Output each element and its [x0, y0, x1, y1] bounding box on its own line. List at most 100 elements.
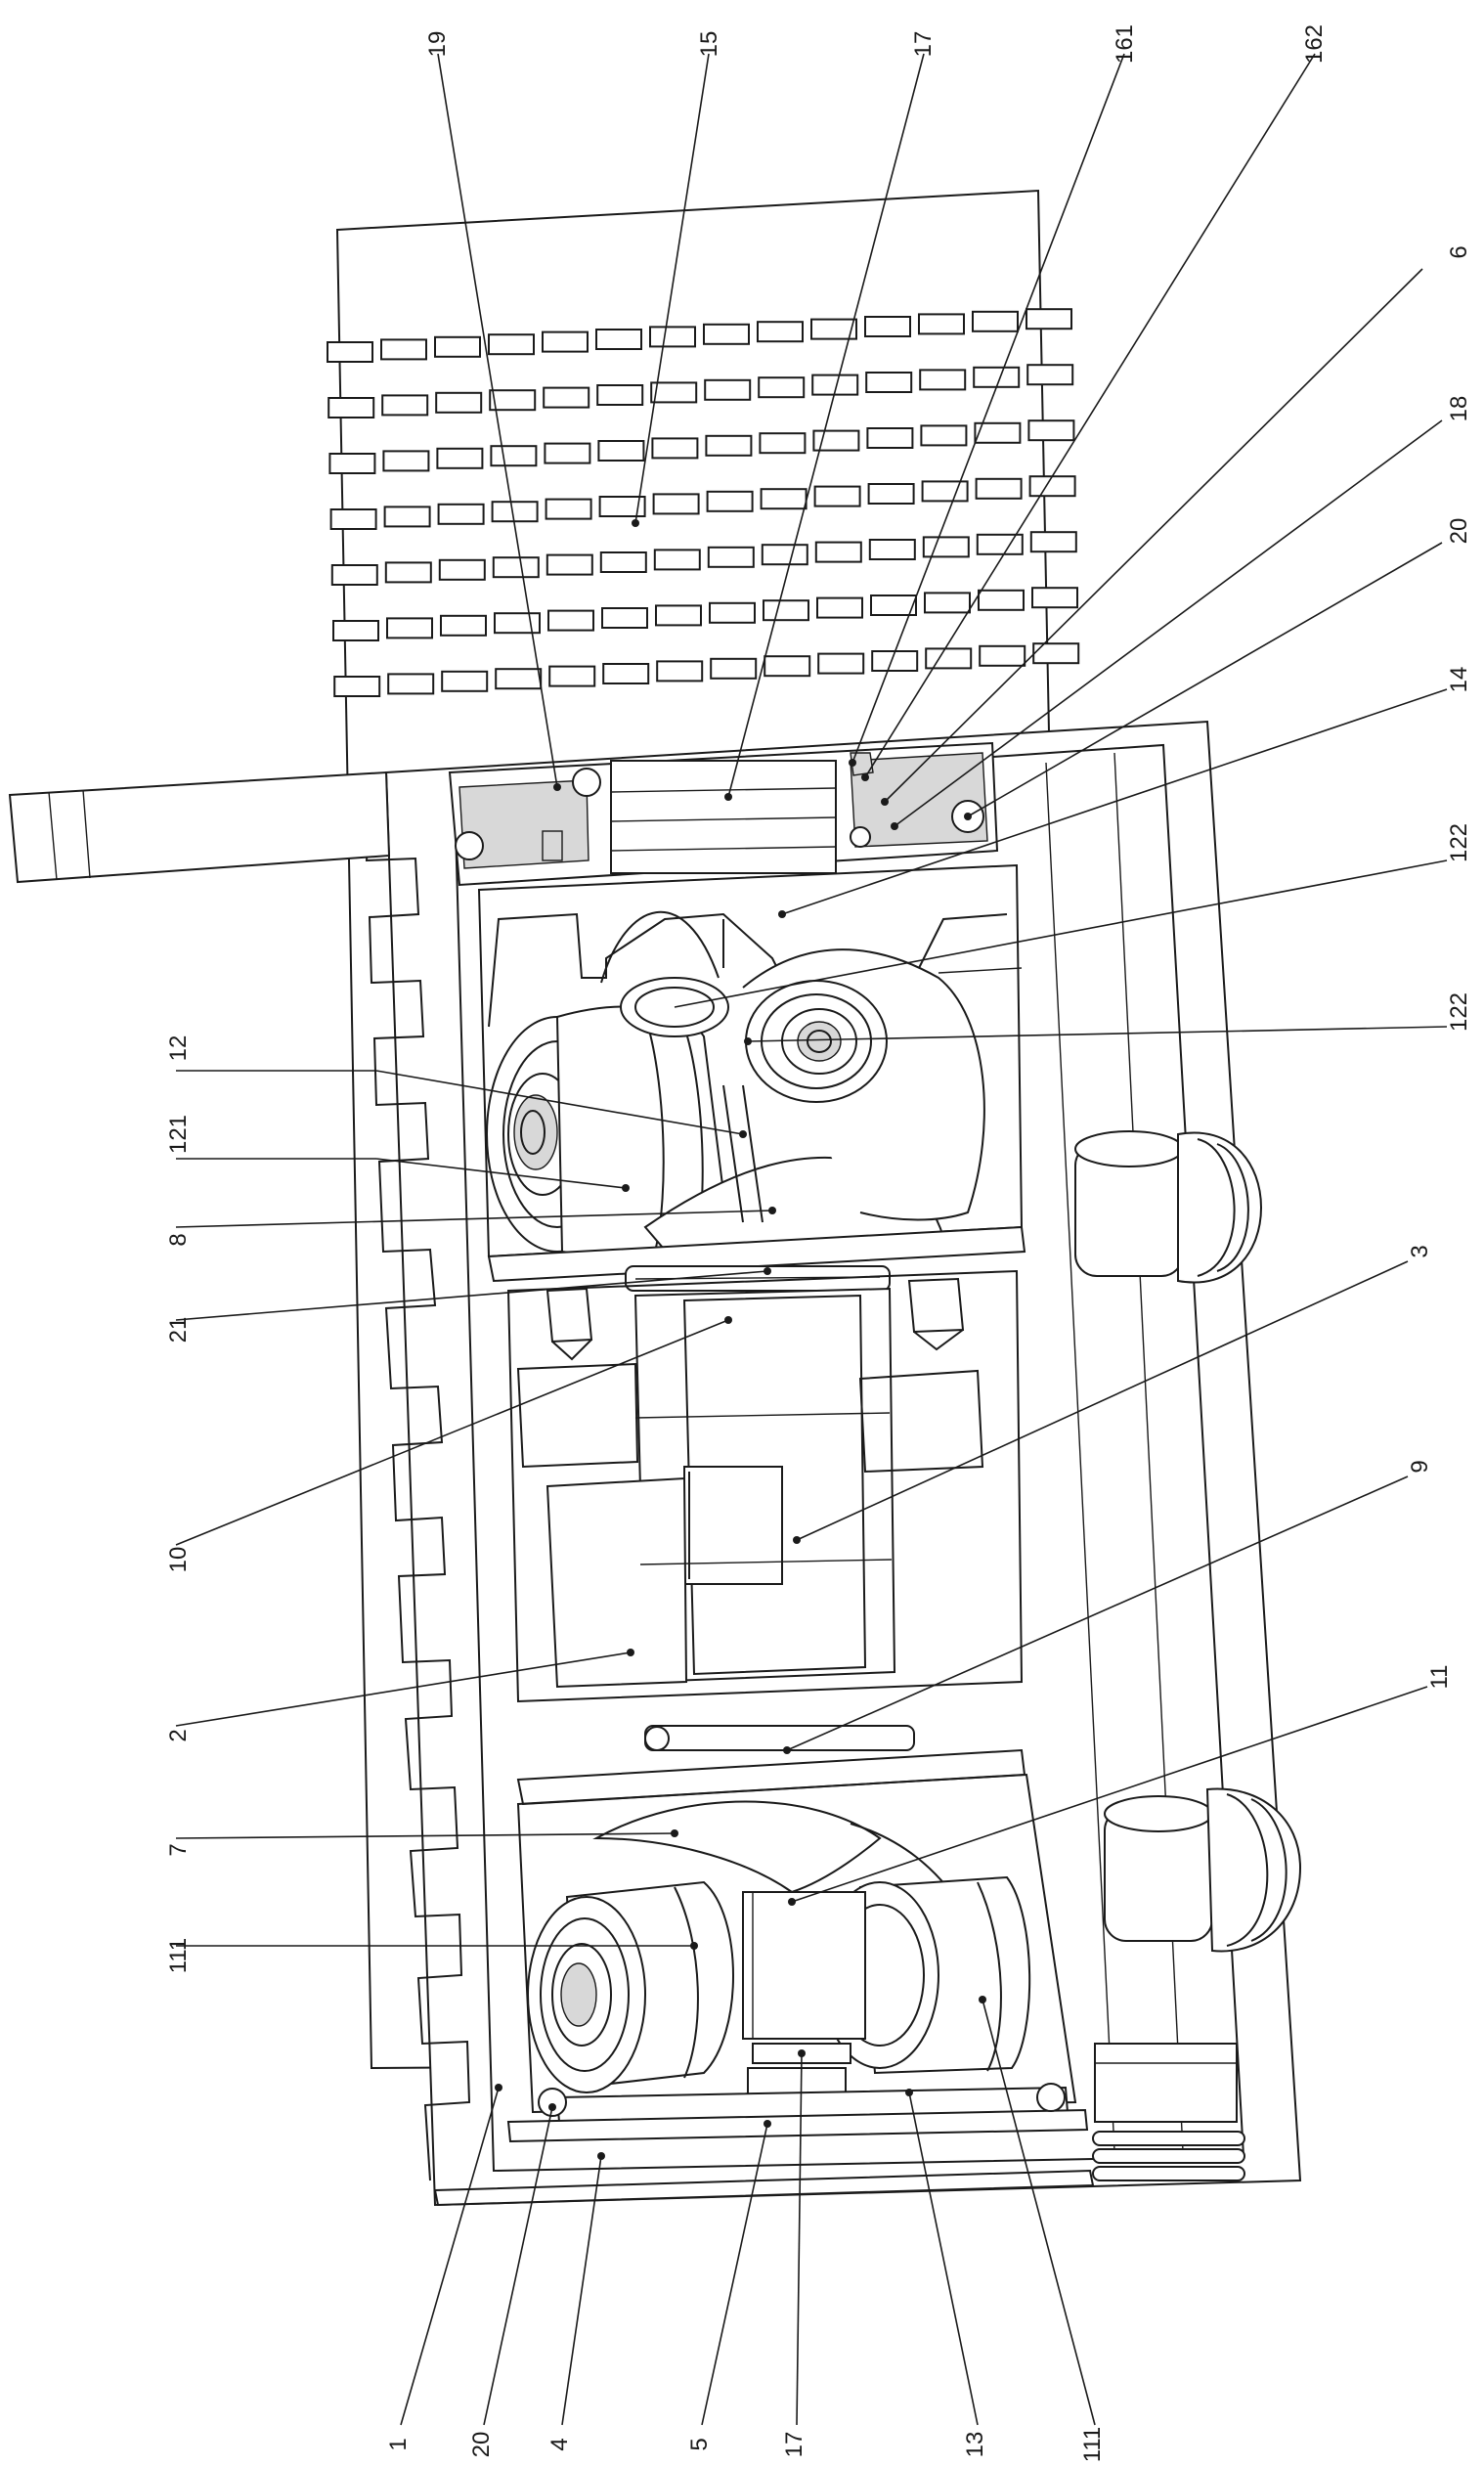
- fin-block: [489, 334, 534, 354]
- label-10: 10: [165, 1547, 192, 1573]
- label-5: 5: [686, 2438, 713, 2450]
- fin-block: [490, 390, 535, 410]
- fin-block: [817, 598, 862, 618]
- fin-block: [1026, 309, 1071, 329]
- fin-block: [871, 595, 916, 615]
- fin-block: [758, 322, 803, 341]
- fin-block: [543, 332, 588, 352]
- label-14: 14: [1446, 667, 1472, 693]
- lower-roller-111a: [528, 1882, 733, 2092]
- label-20-bottom: 20: [468, 2432, 495, 2458]
- label-20-top: 20: [1446, 518, 1472, 545]
- fin-block: [491, 446, 536, 465]
- fin-block: [980, 646, 1025, 666]
- fin-block: [711, 659, 756, 679]
- label-3: 3: [1407, 1245, 1433, 1257]
- fin-block: [978, 535, 1023, 554]
- fin-block: [764, 600, 808, 620]
- fin-block: [919, 314, 964, 333]
- fin-block: [545, 444, 589, 463]
- label-1: 1: [385, 2438, 412, 2450]
- fin-block: [1031, 532, 1076, 551]
- label-121: 121: [165, 1115, 192, 1154]
- fin-block: [654, 494, 699, 513]
- fin-block: [598, 441, 643, 461]
- fin-block: [818, 654, 863, 674]
- fin-block: [602, 608, 647, 628]
- fin-block: [1032, 588, 1077, 607]
- fin-block: [441, 616, 486, 636]
- fin-block: [764, 656, 809, 676]
- fin-block: [1030, 476, 1075, 496]
- fin-block: [382, 395, 427, 415]
- fin-block: [493, 502, 538, 521]
- fin-block: [657, 661, 702, 681]
- fin-block: [334, 677, 379, 696]
- fin-block: [548, 611, 593, 631]
- fin-block: [494, 557, 539, 577]
- fin-block: [870, 540, 915, 559]
- fin-block: [921, 425, 966, 445]
- label-111-bottom: 111: [1079, 2427, 1106, 2462]
- fin-block: [705, 380, 750, 400]
- fin-block: [435, 337, 480, 357]
- fin-block: [549, 667, 594, 686]
- label-111-left: 111: [165, 1938, 192, 1973]
- fin-block: [708, 492, 753, 511]
- fin-block: [544, 388, 589, 408]
- fin-block: [1028, 420, 1073, 440]
- label-6: 6: [1446, 245, 1472, 258]
- fin-block: [816, 543, 861, 562]
- fin-block: [709, 548, 754, 567]
- label-21: 21: [165, 1317, 192, 1343]
- fin-block: [656, 605, 701, 625]
- fitting-upper: [1075, 1131, 1261, 1283]
- fin-block: [439, 505, 484, 524]
- fin-block: [547, 555, 592, 575]
- fin-block: [546, 500, 591, 519]
- fin-block: [597, 385, 642, 405]
- fin-block: [650, 327, 695, 346]
- fin-block: [815, 487, 860, 506]
- side-arm: [10, 772, 389, 882]
- fin-block: [1027, 365, 1072, 384]
- heat-sink-fins: [327, 309, 1078, 696]
- fin-block: [926, 648, 971, 668]
- fin-block: [437, 449, 482, 468]
- fin-block: [760, 433, 805, 453]
- fin-block: [442, 672, 487, 691]
- fin-block: [710, 603, 755, 623]
- fin-block: [973, 312, 1018, 331]
- label-9: 9: [1407, 1460, 1433, 1473]
- fin-block: [331, 509, 376, 529]
- fin-block: [977, 479, 1022, 499]
- label-7: 7: [165, 1843, 192, 1856]
- fin-block: [381, 339, 426, 359]
- fin-block: [974, 368, 1019, 387]
- fin-block: [388, 674, 433, 693]
- fin-block: [655, 550, 700, 569]
- fin-block: [920, 370, 965, 389]
- fin-block: [603, 664, 648, 683]
- label-162: 162: [1301, 24, 1328, 64]
- label-4: 4: [546, 2438, 573, 2450]
- fin-block: [332, 565, 377, 585]
- fin-block: [333, 621, 378, 640]
- fin-block: [865, 317, 910, 336]
- fin-block: [706, 436, 751, 456]
- fin-block: [651, 382, 696, 402]
- label-161: 161: [1112, 24, 1138, 64]
- label-13: 13: [962, 2432, 988, 2458]
- label-17-top: 17: [910, 31, 937, 58]
- fin-block: [385, 506, 430, 526]
- fin-block: [704, 325, 749, 344]
- fin-block: [601, 552, 646, 572]
- fin-block: [436, 393, 481, 413]
- fin-block: [866, 373, 911, 392]
- label-19: 19: [424, 31, 451, 58]
- label-122-b: 122: [1446, 992, 1472, 1032]
- fitting-lower: [1105, 1789, 1300, 1952]
- fin-block: [383, 451, 428, 470]
- label-15: 15: [696, 31, 722, 58]
